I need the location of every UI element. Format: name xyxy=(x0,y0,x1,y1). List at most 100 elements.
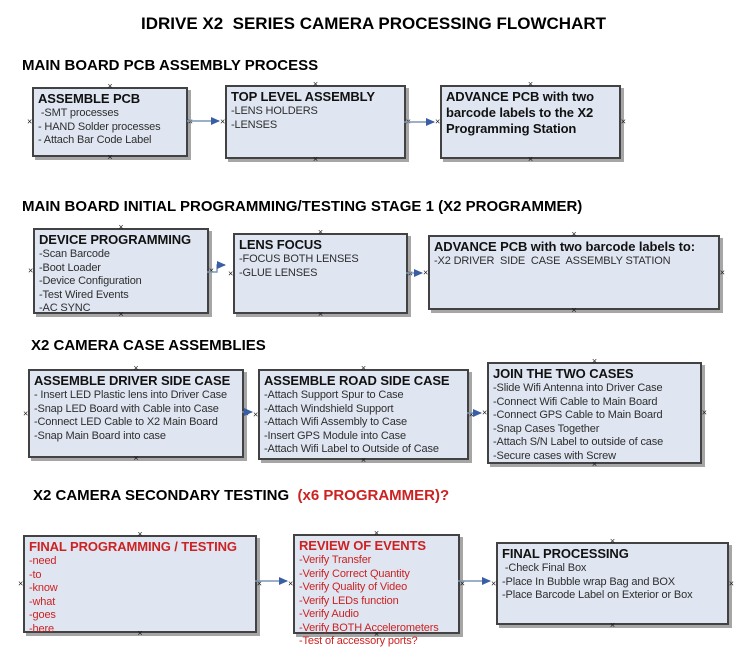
connector-anchor-icon: × xyxy=(571,305,577,315)
connector-anchor-icon: × xyxy=(609,620,616,630)
box-item: -Insert GPS Module into Case xyxy=(264,429,406,442)
flow-box-advance-to-driver-side-station: ADVANCE PCB with two barcode labels to: … xyxy=(423,230,725,315)
box-item: -Test of accessory ports? xyxy=(299,635,418,647)
box-item: -Slide Wifi Antenna into Driver Case xyxy=(493,382,663,394)
box-item: -Connect LED Cable to X2 Main Board xyxy=(34,416,218,428)
connector-anchor-icon: × xyxy=(701,407,707,418)
connector-anchor-icon: × xyxy=(482,407,488,418)
section-heading-red-part: (x6 PROGRAMMER)? xyxy=(297,487,450,504)
box-title: ADVANCE PCB with two barcode labels to: xyxy=(434,239,695,254)
flow-box-final-processing: FINAL PROCESSING -Check Final Box -Place… xyxy=(491,537,734,630)
section-heading-pcb-assembly: MAIN BOARD PCB ASSEMBLY PROCESS xyxy=(22,57,319,74)
box-item: -Attach Wifi Assembly to Case xyxy=(264,416,407,428)
box-title: FINAL PROCESSING xyxy=(502,546,629,561)
connector-anchor-icon: × xyxy=(256,578,262,589)
box-item: -GLUE LENSES xyxy=(239,266,318,279)
connector-anchor-icon: × xyxy=(360,455,367,465)
connector-anchor-icon: × xyxy=(23,408,29,418)
flow-box-lens-focus: LENS FOCUS -FOCUS BOTH LENSES -GLUE LENS… xyxy=(228,228,413,319)
connector-anchor-icon: × xyxy=(133,453,139,463)
connector-anchor-icon: × xyxy=(491,578,497,588)
box-title: ASSEMBLE DRIVER SIDE CASE xyxy=(34,373,231,388)
box-title: ADVANCE PCB with two barcode labels to t… xyxy=(446,89,598,136)
box-item: - Attach Bar Code Label xyxy=(38,134,152,146)
connector-anchor-icon: × xyxy=(360,363,367,373)
box-item: -goes xyxy=(29,609,56,621)
connector-anchor-icon: × xyxy=(137,628,143,638)
box-item: -Boot Loader xyxy=(39,261,101,274)
connector-anchor-icon: × xyxy=(423,267,429,277)
box-title: JOIN THE TWO CASES xyxy=(493,366,634,381)
section-heading-case-assemblies: X2 CAMERA CASE ASSEMBLIES xyxy=(31,337,266,354)
connector-anchor-icon: × xyxy=(435,116,441,127)
flow-box-assemble-driver-side-case: ASSEMBLE DRIVER SIDE CASE - Insert LED P… xyxy=(23,364,249,463)
box-item: -need xyxy=(29,555,57,567)
box-item: - Insert LED Plastic lens into Driver Ca… xyxy=(34,389,227,401)
box-item: -Attach S/N Label to outside of case xyxy=(493,436,664,448)
connector-anchor-icon: × xyxy=(459,578,465,589)
box-item: -Verify Transfer xyxy=(299,554,372,566)
box-item: -FOCUS BOTH LENSES xyxy=(239,253,359,265)
box-item: -Secure cases with Screw xyxy=(493,449,616,462)
connector-anchor-icon: × xyxy=(591,356,598,366)
box-item: -Place In Bubble wrap Bag and BOX xyxy=(502,575,675,588)
box-item: -Attach Wifi Label to Outside of Case xyxy=(264,443,439,455)
connector-anchor-icon: × xyxy=(312,79,319,89)
connector-anchor-icon: × xyxy=(468,409,474,419)
box-item: -LENSES xyxy=(231,118,278,131)
box-title: ASSEMBLE ROAD SIDE CASE xyxy=(264,373,450,388)
box-item: -Verify Audio xyxy=(299,608,359,620)
box-item: -AC SYNC xyxy=(39,302,91,314)
connector-anchor-icon: × xyxy=(728,578,734,588)
box-item: -here xyxy=(29,622,54,635)
box-item: -Snap LED Board with Cable into Case xyxy=(34,402,219,415)
flow-box-advance-to-programming-station: ADVANCE PCB with two barcode labels to t… xyxy=(435,80,626,164)
connector-anchor-icon: × xyxy=(527,79,534,89)
flow-box-join-the-two-cases: JOIN THE TWO CASES -Slide Wifi Antenna i… xyxy=(482,357,707,469)
flow-box-top-level-assembly: TOP LEVEL ASSEMBLY -LENS HOLDERS -LENSES… xyxy=(220,80,411,164)
box-item: -Scan Barcode xyxy=(39,248,110,260)
connector-anchor-icon: × xyxy=(407,268,413,278)
connector-anchor-icon: × xyxy=(527,154,534,164)
page-title: IDRIVE X2 SERIES CAMERA PROCESSING FLOWC… xyxy=(140,14,607,33)
box-item: -Device Configuration xyxy=(39,275,142,287)
box-item: -SMT processes xyxy=(38,107,119,119)
box-item: -Check Final Box xyxy=(502,562,587,574)
box-item: -Connect Wifi Cable to Main Board xyxy=(493,395,658,408)
section-heading-initial-programming: MAIN BOARD INITIAL PROGRAMMING/TESTING S… xyxy=(22,198,583,215)
box-item: -Attach Windshield Support xyxy=(264,402,394,415)
box-item: -LENS HOLDERS xyxy=(231,105,318,117)
connector-anchor-icon: × xyxy=(317,227,324,237)
box-item: - HAND Solder processes xyxy=(38,120,161,133)
box-title: LENS FOCUS xyxy=(239,237,322,252)
connector-anchor-icon: × xyxy=(719,267,725,277)
connector-anchor-icon: × xyxy=(27,116,33,127)
connector-anchor-icon: × xyxy=(373,629,380,639)
flow-box-assemble-road-side-case: ASSEMBLE ROAD SIDE CASE -Attach Support … xyxy=(253,364,474,465)
box-title: TOP LEVEL ASSEMBLY xyxy=(231,89,375,104)
section-heading-secondary-testing: X2 CAMERA SECONDARY TESTING (x6 PROGRAMM… xyxy=(33,487,449,504)
section-heading-black-part: X2 CAMERA SECONDARY TESTING xyxy=(33,487,298,504)
flow-box-final-programming-testing: FINAL PROGRAMMING / TESTING -need -to -k… xyxy=(18,530,262,638)
box-title: ASSEMBLE PCB xyxy=(38,91,141,106)
box-item: -know xyxy=(29,582,58,594)
connector-anchor-icon: × xyxy=(28,265,34,276)
box-title: REVIEW OF EVENTS xyxy=(299,538,426,553)
connector-anchor-icon: × xyxy=(118,309,124,319)
box-item: -Verify Correct Quantity xyxy=(299,567,410,580)
connector-anchor-icon: × xyxy=(107,81,113,91)
box-item: -Verify BOTH Accelerometers xyxy=(299,621,439,634)
flow-box-device-programming: DEVICE PROGRAMMING -Scan Barcode -Boot L… xyxy=(28,223,214,319)
connector-anchor-icon: × xyxy=(288,578,294,589)
box-item: -what xyxy=(29,595,56,608)
box-item: -X2 DRIVER SIDE CASE ASSEMBLY STATION xyxy=(434,255,671,267)
box-item: -Verify Quality of Video xyxy=(299,581,408,593)
box-title: FINAL PROGRAMMING / TESTING xyxy=(29,539,237,554)
flow-box-assemble-pcb: ASSEMBLE PCB -SMT processes - HAND Solde… xyxy=(27,82,193,162)
connector-anchor-icon: × xyxy=(373,528,380,538)
connector-anchor-icon: × xyxy=(208,265,214,276)
box-item: -Snap Main Board into case xyxy=(34,429,166,442)
connector-anchor-icon: × xyxy=(405,116,411,127)
connector-anchor-icon: × xyxy=(228,268,234,278)
